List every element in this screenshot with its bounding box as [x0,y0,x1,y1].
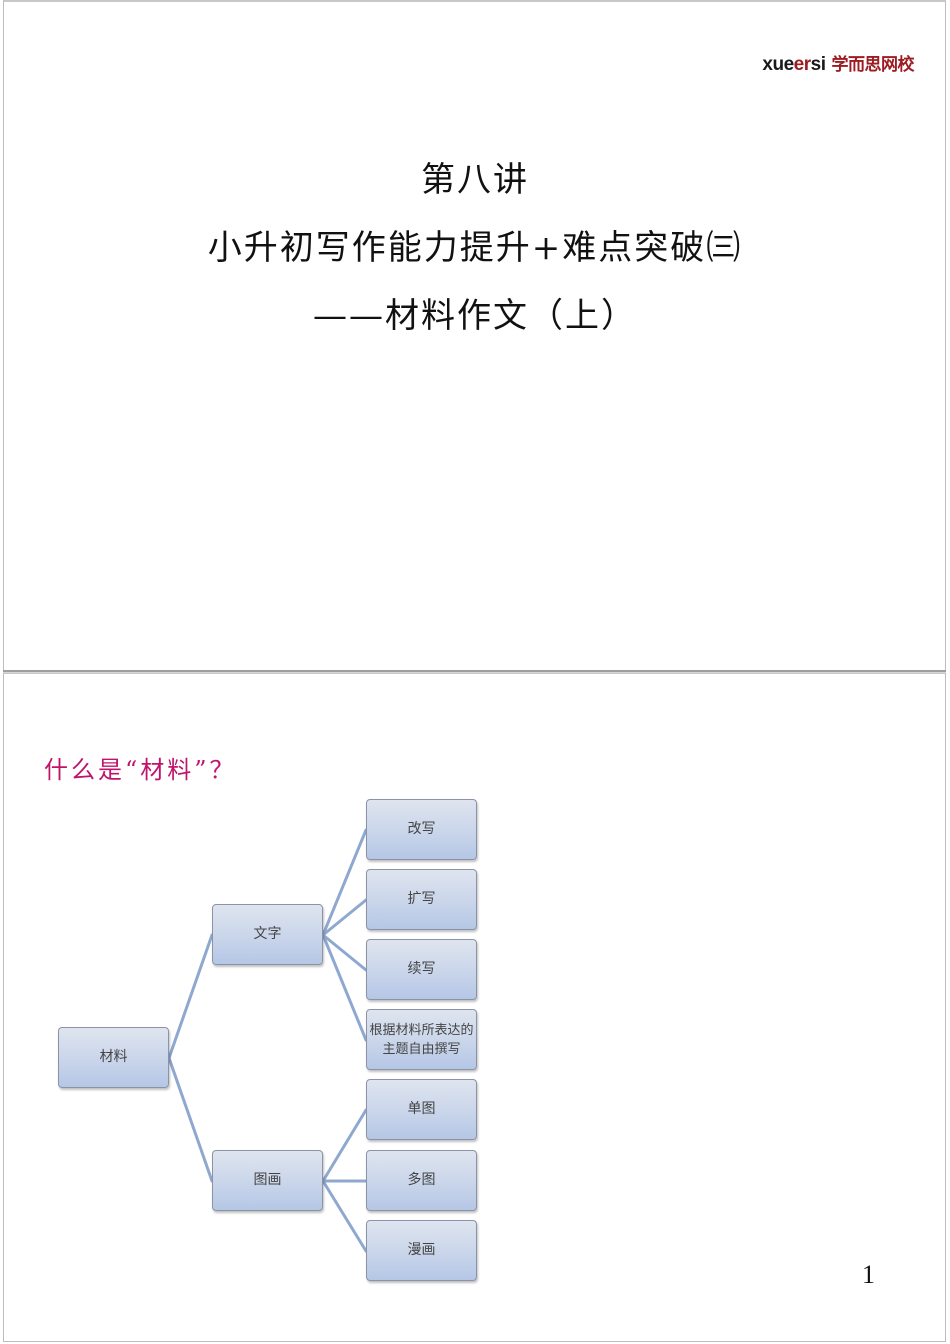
diagram-node-picture: 图画 [212,1150,323,1211]
diagram-node-continue: 续写 [366,939,477,1000]
connector-text-continue [321,933,368,972]
connector-picture-comic [321,1179,368,1253]
logo-latin-part1: xue [762,54,794,75]
slide-heading: 什么是“材料”？ [44,756,237,784]
diagram-node-root: 材料 [58,1027,169,1088]
lecture-number: 第八讲 [421,160,529,200]
diagram-node-multi-picture: 多图 [366,1150,477,1211]
connector-root-picture [167,1056,214,1183]
logo-latin-part3: si [810,54,826,75]
logo-chinese: 学而思网校 [831,55,915,74]
connector-text-expand [321,898,368,937]
page-number: 1 [862,1260,875,1289]
logo-latin-part2: er [793,54,811,75]
diagram-node-comic: 漫画 [366,1220,477,1281]
xueersi-logo: xueersi 学而思网校 [762,50,914,76]
connector-text-rewrite [321,828,368,937]
slide-divider [3,670,946,673]
diagram-node-single-picture: 单图 [366,1079,477,1140]
connector-picture-single [321,1108,368,1183]
diagram-node-expand: 扩写 [366,869,477,930]
diagram-node-free-writing: 根据材料所表达的主题自由撰写 [366,1009,477,1070]
diagram-node-rewrite: 改写 [366,799,477,860]
lecture-subtitle: ——材料作文（上） [313,296,637,336]
diagram-node-text: 文字 [212,904,323,965]
connector-root-text [167,933,214,1060]
lecture-title: 小升初写作能力提升+难点突破㈢ [207,228,743,268]
connector-text-free [321,933,368,1042]
slide-1 [3,0,946,671]
